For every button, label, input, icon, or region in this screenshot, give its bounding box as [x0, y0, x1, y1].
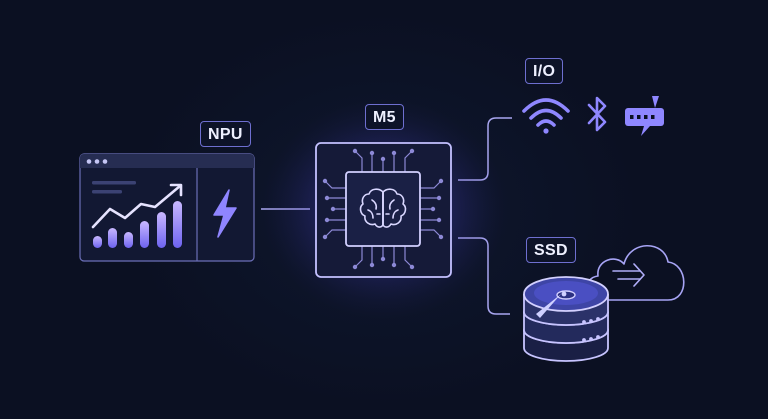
trend-arrow-icon	[91, 183, 183, 229]
io-label: I/O	[525, 58, 564, 84]
bluetooth-icon	[587, 96, 607, 132]
chip-traces	[322, 148, 444, 270]
chip-label: M5	[365, 104, 404, 130]
cloud-transfer-icon	[586, 244, 685, 301]
hard-disk-icon	[523, 276, 609, 362]
dashboard-window-icon	[79, 153, 255, 262]
bar-chart-icon	[93, 201, 182, 248]
lightning-bolt-icon	[213, 189, 237, 238]
wifi-icon	[522, 98, 570, 134]
npu-label: NPU	[200, 121, 251, 147]
brain-icon	[359, 188, 407, 228]
processor-chip-icon	[262, 98, 506, 320]
ssd-label: SSD	[526, 237, 576, 263]
ethernet-port-icon	[625, 96, 664, 136]
